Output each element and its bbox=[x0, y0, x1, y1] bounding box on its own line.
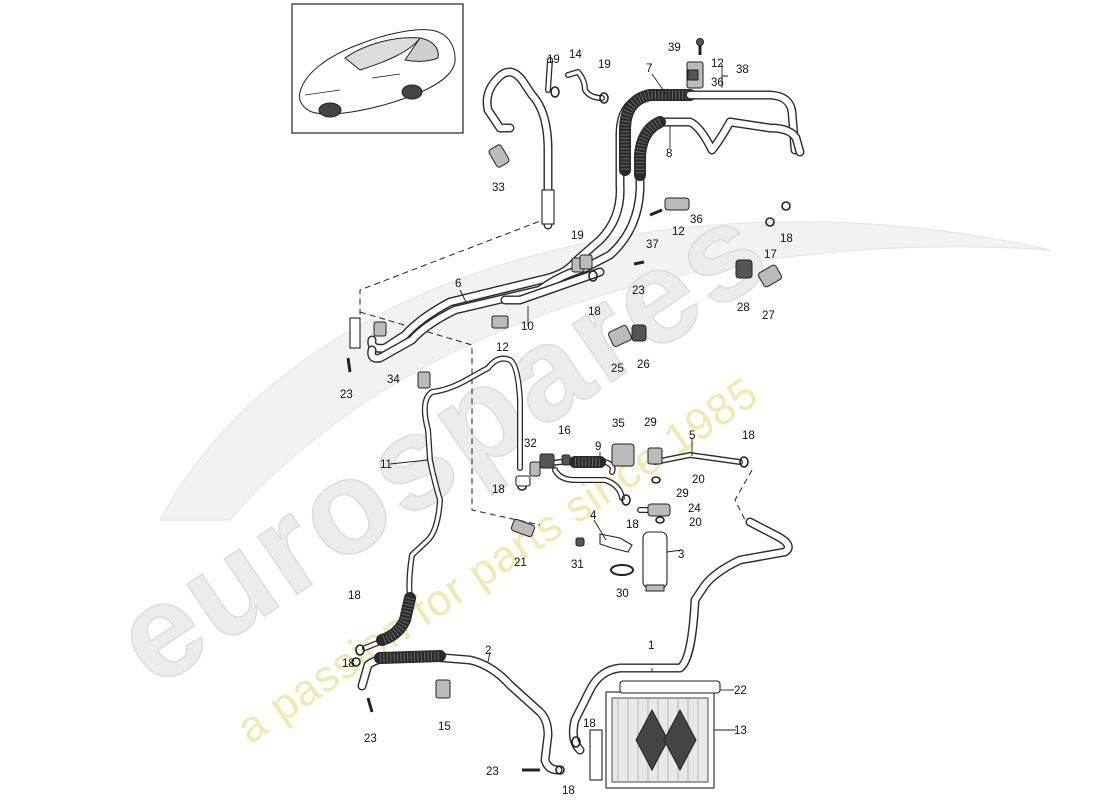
bolt-23-upper bbox=[633, 260, 645, 266]
callout-14: 14 bbox=[569, 49, 582, 61]
clip-33 bbox=[488, 144, 510, 168]
condenser-cover-strip bbox=[619, 680, 721, 694]
bracket bbox=[599, 533, 633, 553]
watermark-swoosh bbox=[159, 221, 1051, 521]
callout-3: 3 bbox=[678, 549, 684, 561]
callout-7: 7 bbox=[646, 63, 652, 75]
callout-23-a: 23 bbox=[632, 285, 645, 297]
callout-1: 1 bbox=[648, 640, 654, 652]
callout-31: 31 bbox=[571, 559, 584, 571]
callout-5: 5 bbox=[689, 430, 695, 442]
callout-38: 38 bbox=[736, 64, 749, 76]
bolt-37 bbox=[649, 208, 663, 217]
callout-18-h: 18 bbox=[583, 718, 596, 730]
refrigerant-lines bbox=[357, 57, 805, 775]
callout-28: 28 bbox=[737, 302, 750, 314]
callout-27: 27 bbox=[762, 310, 775, 322]
callout-2: 2 bbox=[485, 645, 491, 657]
callout-18-c: 18 bbox=[742, 430, 755, 442]
assembly-guide-lines bbox=[359, 217, 753, 526]
callout-18-a: 18 bbox=[780, 233, 793, 245]
callout-10: 10 bbox=[521, 321, 534, 333]
callout-37: 37 bbox=[646, 239, 659, 251]
callout-36-a: 36 bbox=[711, 77, 724, 89]
receiver-drier bbox=[642, 531, 668, 592]
o-rings bbox=[351, 86, 791, 775]
callout-18-i: 18 bbox=[562, 785, 575, 797]
callout-26: 26 bbox=[637, 359, 650, 371]
callout-11: 11 bbox=[380, 459, 392, 471]
callout-18-f: 18 bbox=[348, 590, 361, 602]
clip-12-mid bbox=[491, 315, 509, 329]
callout-12-mid: 12 bbox=[672, 226, 685, 238]
callout-35: 35 bbox=[612, 418, 625, 430]
callout-19-b: 19 bbox=[598, 59, 611, 71]
callout-20-b: 20 bbox=[689, 517, 702, 529]
sleeve-upper bbox=[541, 189, 555, 225]
condenser bbox=[589, 691, 715, 789]
callout-29-b: 29 bbox=[676, 488, 689, 500]
callout-8: 8 bbox=[666, 148, 672, 160]
callout-22: 22 bbox=[734, 685, 747, 697]
line-2 bbox=[357, 651, 563, 775]
callout-18-d: 18 bbox=[492, 484, 505, 496]
callout-18-b: 18 bbox=[588, 306, 601, 318]
callout-18-e: 18 bbox=[626, 519, 639, 531]
callout-15: 15 bbox=[438, 721, 451, 733]
clamp-ring bbox=[610, 564, 634, 576]
callout-19-a: 19 bbox=[547, 54, 560, 66]
leader-lines bbox=[389, 64, 736, 731]
bolt-23-lower bbox=[366, 697, 374, 713]
callout-30: 30 bbox=[616, 588, 629, 600]
clip-12-upper bbox=[664, 197, 690, 211]
callout-36-b: 36 bbox=[690, 214, 703, 226]
components bbox=[346, 38, 791, 789]
callout-29-a: 29 bbox=[644, 417, 657, 429]
callout-33: 33 bbox=[492, 182, 505, 194]
bolt-23-left bbox=[346, 357, 352, 373]
callout-20-a: 20 bbox=[692, 474, 705, 486]
inset-car-thumbnail bbox=[291, 3, 464, 134]
callout-23-d: 23 bbox=[486, 766, 499, 778]
callout-17: 17 bbox=[764, 249, 777, 261]
callout-39: 39 bbox=[668, 42, 681, 54]
service-valves bbox=[349, 69, 783, 699]
callout-24: 24 bbox=[688, 503, 701, 515]
callout-16: 16 bbox=[558, 425, 571, 437]
callout-23-b: 23 bbox=[340, 389, 353, 401]
callout-6: 6 bbox=[455, 278, 461, 290]
callout-12-upper: 12 bbox=[711, 58, 724, 70]
callouts: 1 2 3 4 5 6 7 8 9 10 11 12 12 12 13 14 1… bbox=[340, 42, 793, 797]
callout-23-c: 23 bbox=[364, 733, 377, 745]
callout-9: 9 bbox=[595, 441, 601, 453]
callout-4: 4 bbox=[590, 510, 597, 522]
callout-13: 13 bbox=[734, 725, 747, 737]
callout-18-g: 18 bbox=[342, 658, 355, 670]
callout-19-c: 19 bbox=[571, 230, 584, 242]
callout-21: 21 bbox=[514, 557, 527, 569]
callout-25: 25 bbox=[611, 363, 624, 375]
callout-12-lower: 12 bbox=[496, 342, 509, 354]
car-illustration bbox=[299, 29, 456, 118]
callout-34: 34 bbox=[387, 374, 400, 386]
callout-32: 32 bbox=[524, 438, 537, 450]
